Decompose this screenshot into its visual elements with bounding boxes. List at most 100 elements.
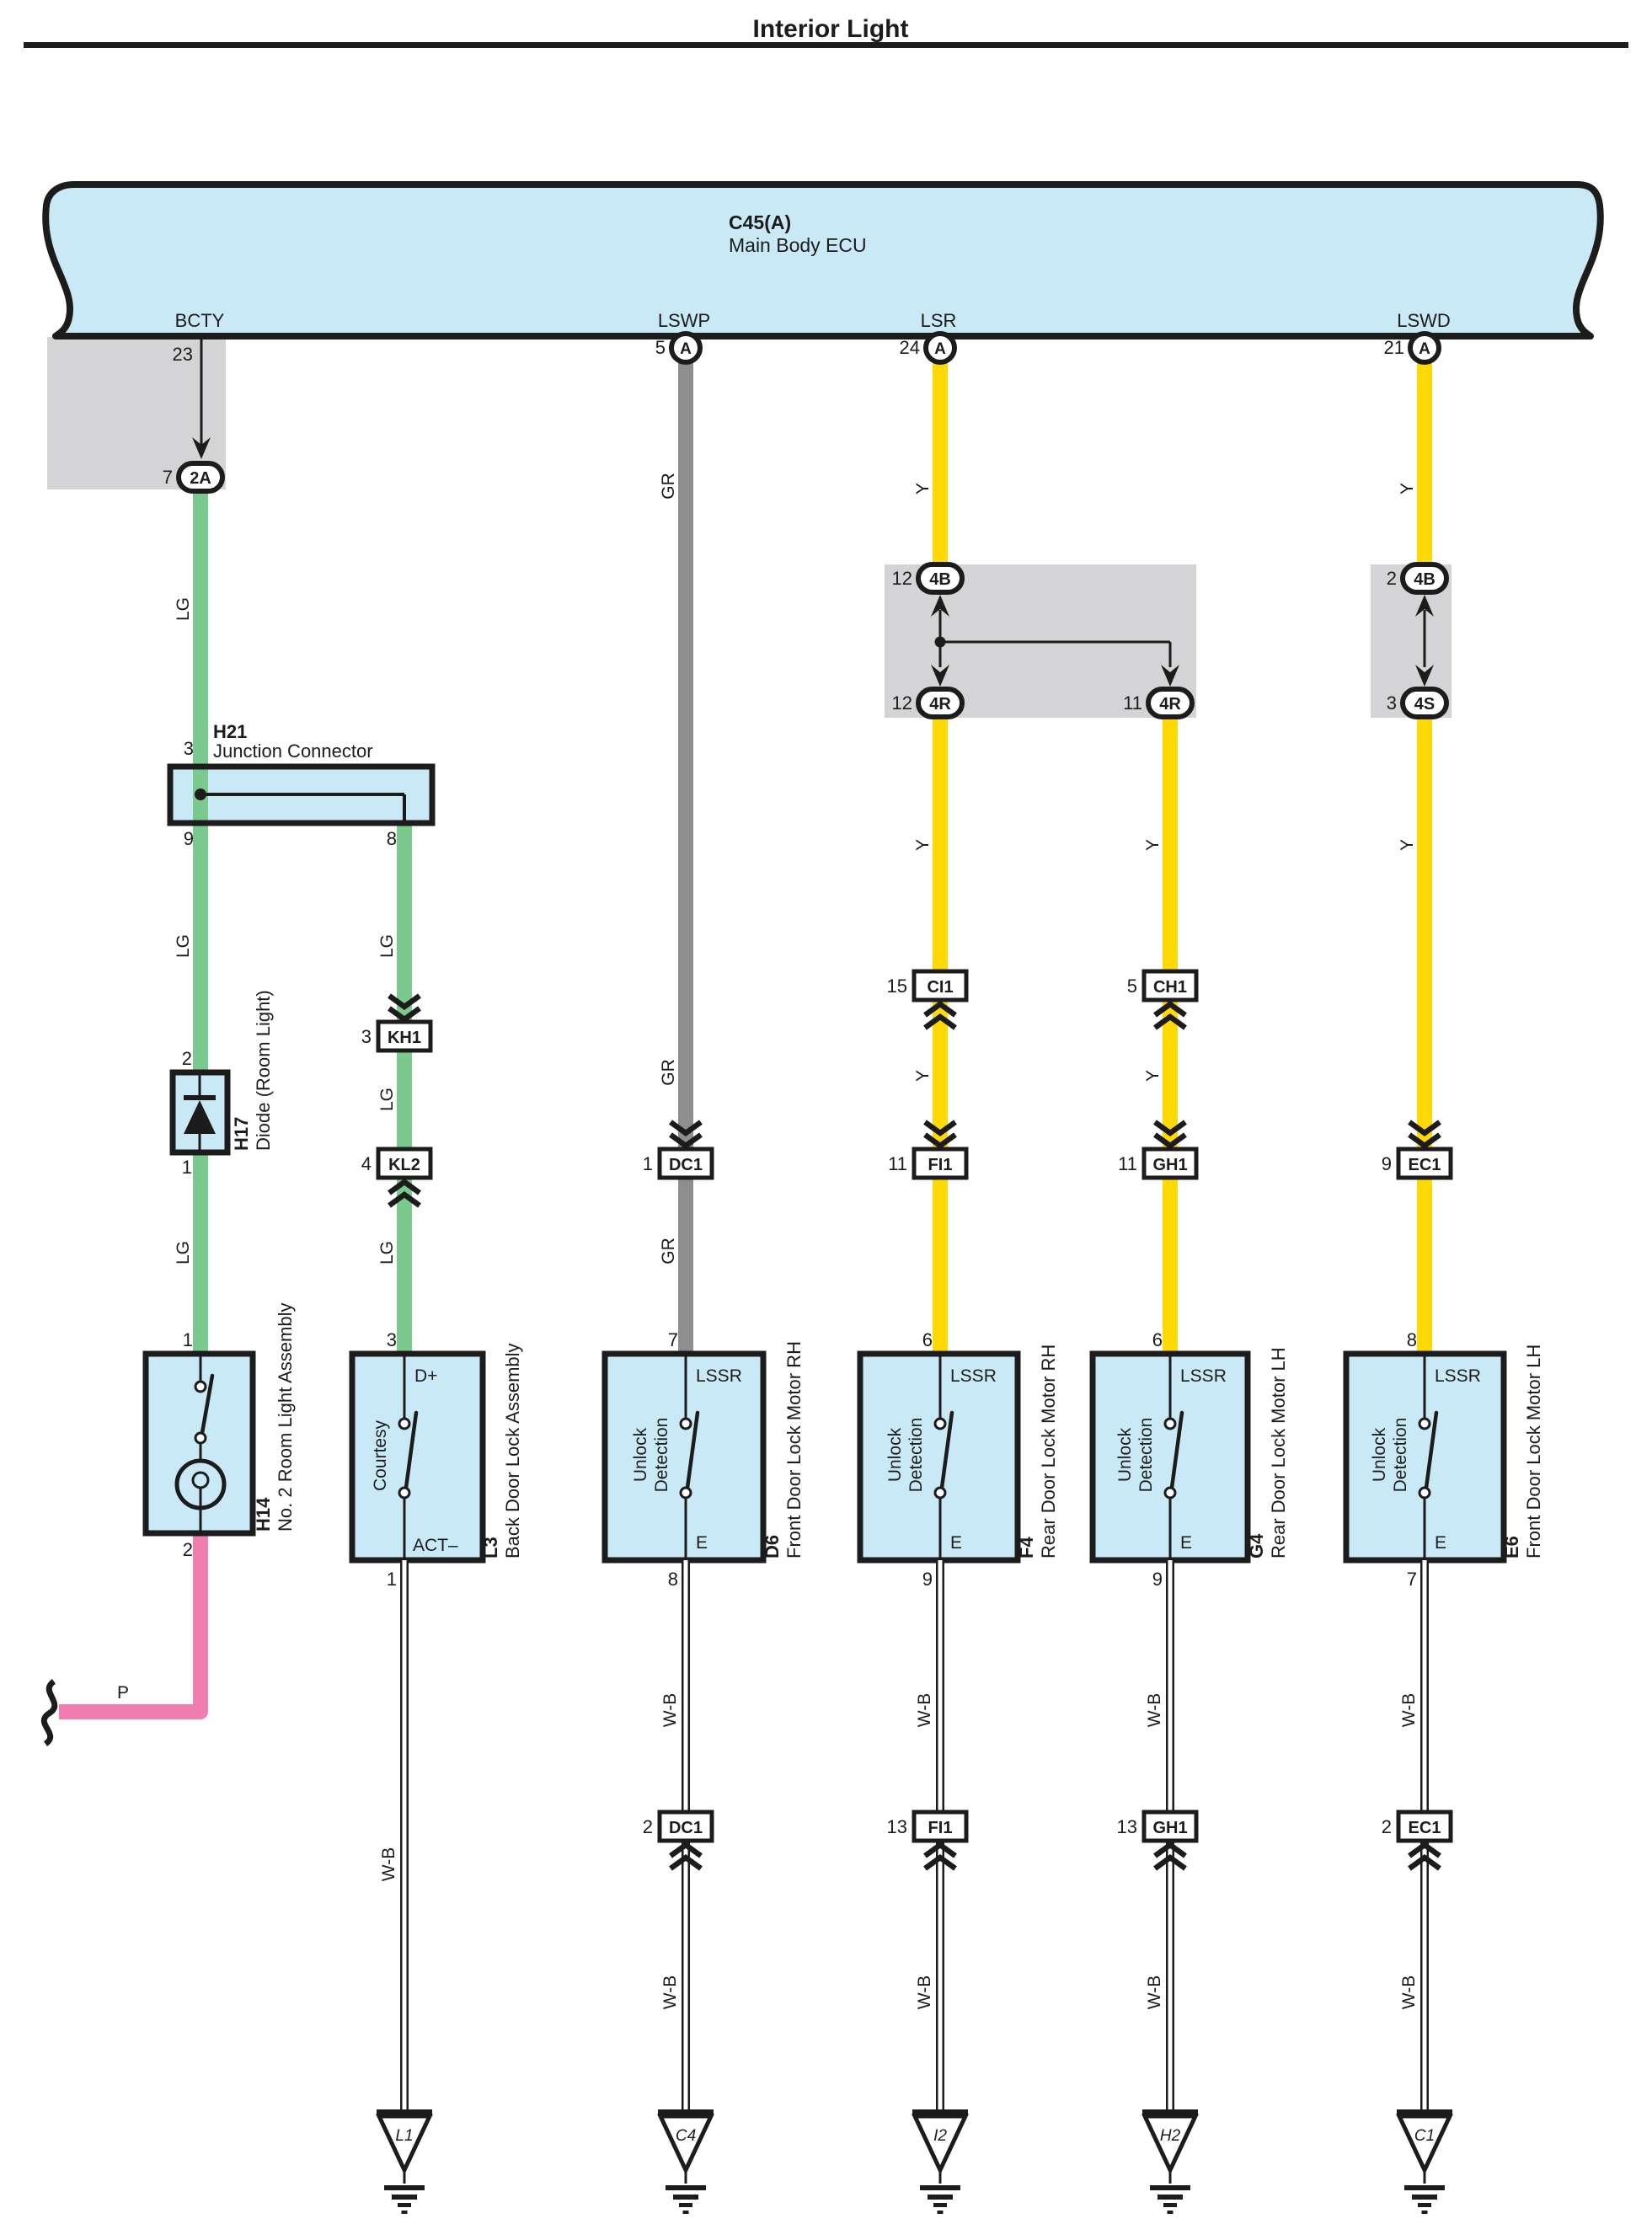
connector-code: FI1 [928,1819,953,1837]
component-name: Front Door Lock Motor RH [783,1341,805,1558]
h21-box [167,763,436,826]
ground-icon [912,2109,968,2214]
ground-id: L1 [395,2127,413,2145]
connector-2a: 2A 7 [163,461,225,494]
pin-number: 15 [887,976,907,997]
wire-color-wb: W-B [1145,1693,1164,1727]
connector-code: 4R [1159,695,1181,714]
wire-color-wb: W-B [915,1693,934,1727]
l3-box [349,1350,486,1564]
connector-code: 4R [929,695,951,714]
header-rule [24,42,1628,48]
pin-number: 12 [892,568,912,589]
connector-gh1-bottom: GH1 13 [1117,1810,1199,1868]
pin-number: 11 [1123,692,1142,714]
switch-contact [933,1486,947,1500]
connector-code: GH1 [1152,1819,1187,1837]
switch-contact [933,1417,947,1430]
h14-room-light-assembly: 1 2 H14 No. 2 Room Light Assembly [142,1303,296,1560]
connector-fi1-bottom: FI1 13 [887,1810,969,1868]
ecu-pin-label-lsr: LSR [921,310,957,331]
terminal-label: E [696,1533,708,1553]
connector-gh1-top: GH1 11 [1118,1122,1199,1180]
wire-break-squiggle [40,1679,58,1746]
wire-color-lg: LG [174,934,193,958]
switch-label: Detection [652,1418,671,1493]
component-code: H17 [231,1117,252,1151]
connector-kh1: KH1 3 [361,996,433,1053]
ecu-code: C45(A) [729,211,791,233]
pin-number: 11 [888,1153,907,1174]
connector-code: 4B [1414,570,1435,589]
wire-color-y: Y [1398,483,1417,495]
switch-label: Detection [1391,1418,1410,1493]
wires [59,361,1432,1719]
component-name: No. 2 Room Light Assembly [275,1303,296,1532]
ecu-pin-label-lswd: LSWD [1397,310,1451,331]
wire-color-lg: LG [377,934,397,958]
ground-id: H2 [1160,2127,1181,2145]
pin-number: 2 [1387,568,1397,589]
ecu-box [42,181,1604,339]
component-code: H21 [213,721,247,742]
pin-number: 1 [643,1153,653,1174]
connector-code: CI1 [927,978,953,997]
pin-number: 8 [668,1569,678,1590]
terminal-label: LSSR [696,1366,742,1386]
pin-number: 3 [361,1026,372,1047]
pin-number: 12 [892,692,912,714]
pin-number: 8 [387,828,397,849]
pin-number: 11 [1118,1153,1137,1174]
connector-a-letter: A [1419,340,1430,358]
connector-code: KL2 [388,1156,420,1174]
connector-a-circle [923,331,957,365]
terminal-label: LSSR [1180,1366,1227,1386]
switch-contact [194,1431,207,1445]
wire-color-lg: LG [174,1241,193,1264]
ground-icon [1142,2109,1198,2214]
connector-ec1-top: EC1 9 [1382,1122,1453,1180]
switch-contact [679,1417,692,1430]
ecu-pin-label-lswp: LSWP [658,310,710,331]
switch-blade [200,1373,215,1435]
terminal-label: E [950,1533,962,1553]
connector-ec1-bottom: EC1 2 [1382,1810,1453,1868]
wire-color-gr: GR [659,1059,678,1086]
pin-number: 13 [887,1816,907,1837]
connector-ch1: CH1 5 [1127,969,1199,1028]
wire-color-wb: W-B [1145,1975,1164,2009]
switch-blade [939,1410,954,1490]
ground-c4: C4 [658,2109,714,2214]
connector-code: KH1 [388,1029,421,1047]
ground-icon [1397,2109,1452,2214]
pin-number: 2 [182,1048,192,1069]
pin-number: 9 [1152,1569,1163,1590]
switch-contact [398,1417,411,1430]
switch-label: Courtesy [371,1419,390,1491]
ground-id: C4 [676,2127,696,2145]
switch-contact [1418,1486,1431,1500]
connector-code: CH1 [1153,978,1187,997]
component-name: Front Door Lock Motor LH [1523,1345,1544,1558]
wire-color-wb: W-B [660,1975,680,2009]
component-name: Rear Door Lock Motor RH [1038,1345,1059,1558]
pin-number: 7 [668,1329,678,1350]
terminal-label: LSSR [1435,1366,1481,1386]
component-code: E6 [1501,1536,1522,1558]
wire-color-y: Y [913,1070,933,1082]
component-name: Rear Door Lock Motor LH [1268,1347,1289,1558]
switch-label: Unlock [1370,1427,1389,1482]
pin-number: 2 [183,1539,193,1560]
ecu-pin-connectors: 23 A 5 A 24 A 21 [173,331,1441,459]
switch-blade [1424,1410,1439,1490]
switch-contact [398,1486,411,1500]
component-code: G4 [1246,1533,1267,1558]
pin-number: 5 [1127,976,1137,997]
pin-number: 24 [900,337,920,358]
wire-color-y: Y [913,483,933,495]
wire-color-wb: W-B [660,1693,680,1727]
pin-number: 1 [387,1569,397,1590]
component-code: L3 [480,1537,501,1558]
ground-id: C1 [1414,2127,1435,2145]
